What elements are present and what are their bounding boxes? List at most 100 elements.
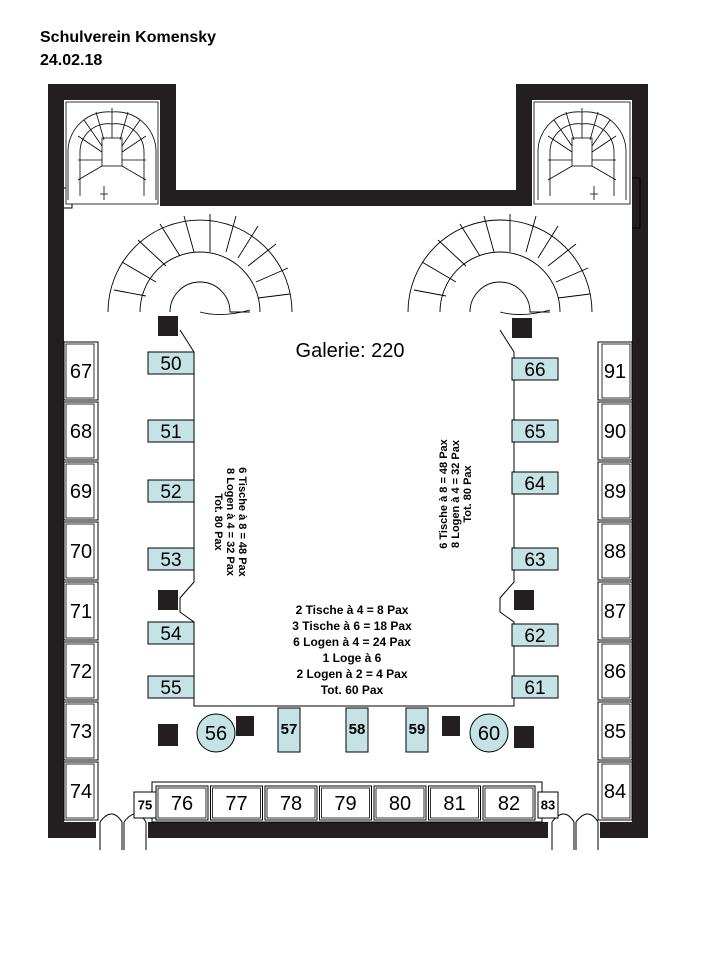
loge-79-number: 79 [334, 793, 356, 815]
loge-90-shape [597, 401, 633, 461]
loge-87[interactable]: 87 [597, 581, 633, 641]
loge-70-inner [65, 523, 95, 579]
table-61-shape [511, 675, 559, 699]
loge-73-number: 73 [70, 721, 92, 743]
loge-69-inner [65, 463, 95, 519]
loge-87-number: 87 [604, 601, 626, 623]
loge-76[interactable]: 76 [155, 785, 209, 821]
loge-85[interactable]: 85 [597, 701, 633, 761]
table-50[interactable]: 50 [147, 351, 195, 375]
loge-69[interactable]: 69 [63, 461, 99, 521]
loge-67[interactable]: 67 [63, 341, 99, 401]
table-66[interactable]: 66 [511, 357, 559, 381]
note-left-line: Tot. 80 Pax [212, 493, 224, 551]
loge-72-number: 72 [70, 661, 92, 683]
table-55[interactable]: 55 [147, 675, 195, 699]
table-59[interactable]: 59 [405, 707, 429, 753]
loge-75[interactable]: 75 [133, 791, 157, 819]
loge-68[interactable]: 68 [63, 401, 99, 461]
table-65[interactable]: 65 [511, 419, 559, 443]
loge-90[interactable]: 90 [597, 401, 633, 461]
door-right[interactable] [551, 813, 599, 850]
event-date: 24.02.18 [40, 52, 103, 69]
table-62[interactable]: 62 [511, 623, 559, 647]
note-right: 6 Tische à 8 = 48 Pax 8 Logen à 4 = 32 P… [438, 438, 474, 548]
table-58-number: 58 [349, 721, 366, 738]
loge-78[interactable]: 78 [264, 785, 318, 821]
table-64[interactable]: 64 [511, 471, 559, 495]
loge-88[interactable]: 88 [597, 521, 633, 581]
loge-77-shape [210, 785, 263, 821]
table-51-number: 51 [160, 422, 181, 443]
table-51[interactable]: 51 [147, 419, 195, 443]
loge-81[interactable]: 81 [428, 785, 481, 821]
loge-74-inner [65, 763, 95, 819]
event-title: Schulverein Komensky [40, 29, 217, 46]
loge-72[interactable]: 72 [63, 641, 99, 701]
loge-80-number: 80 [389, 793, 411, 815]
loge-82-shape [482, 785, 536, 821]
loge-68-number: 68 [70, 421, 92, 443]
loge-86[interactable]: 86 [597, 641, 633, 701]
loge-72-inner [65, 643, 95, 699]
loge-82[interactable]: 82 [482, 785, 536, 821]
table-57-number: 57 [281, 721, 298, 738]
loge-71[interactable]: 71 [63, 581, 99, 641]
table-57[interactable]: 57 [277, 707, 301, 753]
table-52-number: 52 [160, 482, 181, 503]
round-table-60[interactable]: 60 [469, 713, 509, 753]
table-64-shape [511, 471, 559, 495]
loge-76-inner [157, 787, 207, 819]
loge-79[interactable]: 79 [319, 785, 372, 821]
table-54[interactable]: 54 [147, 621, 195, 645]
loge-83-number: 83 [541, 798, 555, 813]
table-58[interactable]: 58 [345, 707, 369, 753]
note-center: 2 Tische à 4 = 8 Pax 3 Tische à 6 = 18 P… [292, 603, 412, 697]
table-65-shape [511, 419, 559, 443]
loge-87-shape [597, 581, 633, 641]
loge-73[interactable]: 73 [63, 701, 99, 761]
table-63[interactable]: 63 [511, 547, 559, 571]
table-63-shape [511, 547, 559, 571]
loge-77[interactable]: 77 [210, 785, 263, 821]
loge-81-number: 81 [443, 793, 465, 815]
loge-70-shape [63, 521, 99, 581]
loge-80[interactable]: 80 [373, 785, 427, 821]
loge-71-inner [65, 583, 95, 639]
loge-85-shape [597, 701, 633, 761]
table-61-number: 61 [524, 678, 545, 699]
loge-91[interactable]: 91 [597, 341, 633, 401]
note-center-line: 6 Logen à 4 = 24 Pax [293, 635, 411, 649]
loge-89[interactable]: 89 [597, 461, 633, 521]
note-left: 6 Tische à 8 = 48 Pax 8 Logen à 4 = 32 P… [212, 467, 248, 577]
loge-70[interactable]: 70 [63, 521, 99, 581]
table-65-number: 65 [524, 422, 545, 443]
loge-88-shape [597, 521, 633, 581]
table-59-number: 59 [409, 721, 426, 738]
note-left-line: 6 Tische à 8 = 48 Pax [236, 467, 248, 577]
round-table-56[interactable]: 56 [196, 713, 236, 753]
loge-91-inner [601, 343, 631, 399]
note-center-line: 2 Logen à 2 = 4 Pax [296, 667, 407, 681]
loge-91-shape [597, 341, 633, 401]
loge-81-shape [428, 785, 481, 821]
loge-73-inner [65, 703, 95, 759]
loge-84[interactable]: 84 [597, 761, 633, 821]
loge-90-inner [601, 403, 631, 459]
loge-83[interactable]: 83 [537, 791, 559, 819]
table-66-shape [511, 357, 559, 381]
loge-78-number: 78 [280, 793, 302, 815]
loge-67-number: 67 [70, 361, 92, 383]
loge-85-number: 85 [604, 721, 626, 743]
table-63-number: 63 [524, 550, 545, 571]
table-61[interactable]: 61 [511, 675, 559, 699]
loge-74[interactable]: 74 [63, 761, 99, 821]
loge-86-shape [597, 641, 633, 701]
table-57-shape [277, 707, 301, 753]
table-52[interactable]: 52 [147, 479, 195, 503]
table-53[interactable]: 53 [147, 547, 195, 571]
loge-83-shape [537, 791, 559, 819]
table-55-shape [147, 675, 195, 699]
loge-85-inner [601, 703, 631, 759]
